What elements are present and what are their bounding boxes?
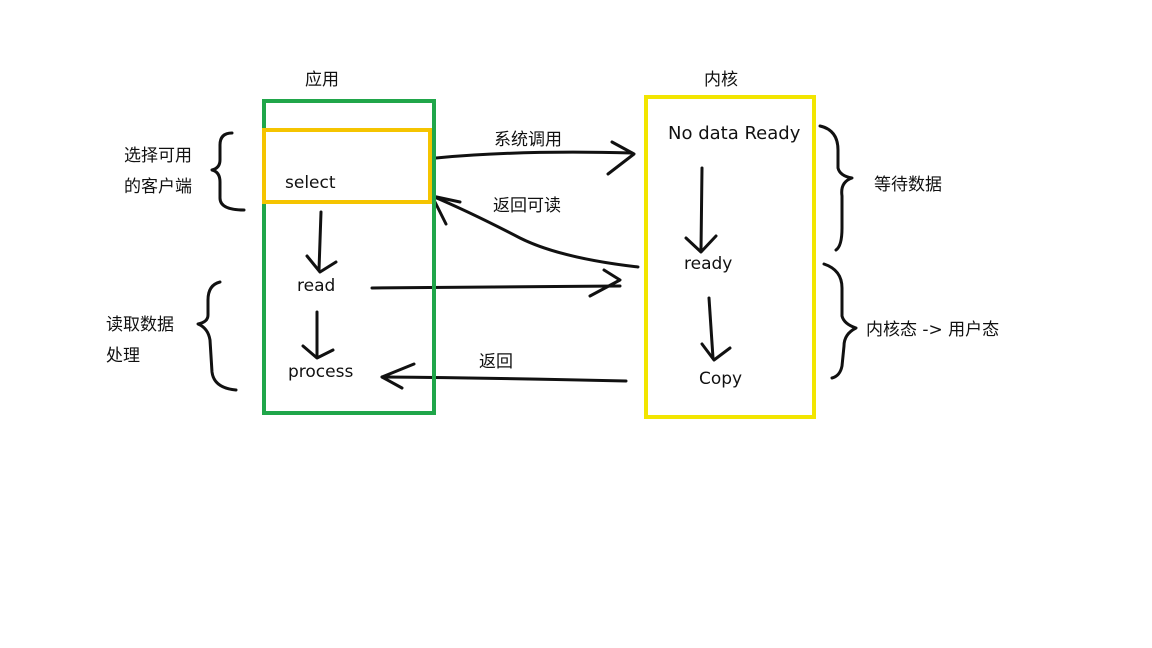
kernel-title: 内核 (704, 70, 738, 90)
arrow-return-head (380, 362, 416, 390)
brace-select-client (210, 131, 246, 212)
annotation-select-client-line1: 选择可用 (124, 146, 192, 166)
no-data-ready-label: No data Ready (668, 123, 801, 144)
arrow-return-readable-head (430, 194, 462, 226)
read-label: read (297, 276, 336, 296)
annotation-kernel-to-user: 内核态 -> 用户态 (866, 320, 1000, 340)
arrow-nodata-ready (699, 166, 704, 252)
arrow-ready-copy-head (700, 342, 732, 362)
arrow-read-process-head (301, 344, 335, 360)
arrow-select-read-head (305, 254, 338, 274)
arrow-select-read (317, 210, 323, 272)
arrow-read-kernel-head (588, 268, 622, 298)
arrow-return (380, 375, 628, 383)
arrow-nodata-ready-head (684, 234, 718, 254)
arrow-syscall-head (606, 140, 636, 176)
return-readable-label: 返回可读 (493, 196, 561, 216)
annotation-read-process-line1: 读取数据 (106, 315, 174, 335)
brace-wait-data (818, 124, 854, 252)
kernel-box (644, 95, 816, 419)
arrow-return-readable (430, 194, 640, 269)
brace-read-process (196, 280, 238, 392)
arrow-read-kernel (370, 284, 622, 290)
app-box (262, 99, 436, 415)
app-title: 应用 (305, 70, 339, 90)
copy-label: Copy (699, 369, 743, 389)
annotation-read-process-line2: 处理 (106, 346, 140, 366)
syscall-label: 系统调用 (494, 130, 562, 150)
ready-label: ready (684, 254, 733, 274)
select-label: select (285, 173, 336, 193)
select-box (262, 128, 432, 204)
return-label: 返回 (479, 352, 513, 372)
annotation-wait-data: 等待数据 (874, 175, 942, 195)
process-label: process (288, 362, 354, 382)
arrow-ready-copy (707, 296, 715, 360)
brace-kernel-user (822, 262, 858, 380)
arrow-syscall (434, 150, 634, 160)
annotation-select-client-line2: 的客户端 (124, 177, 192, 197)
